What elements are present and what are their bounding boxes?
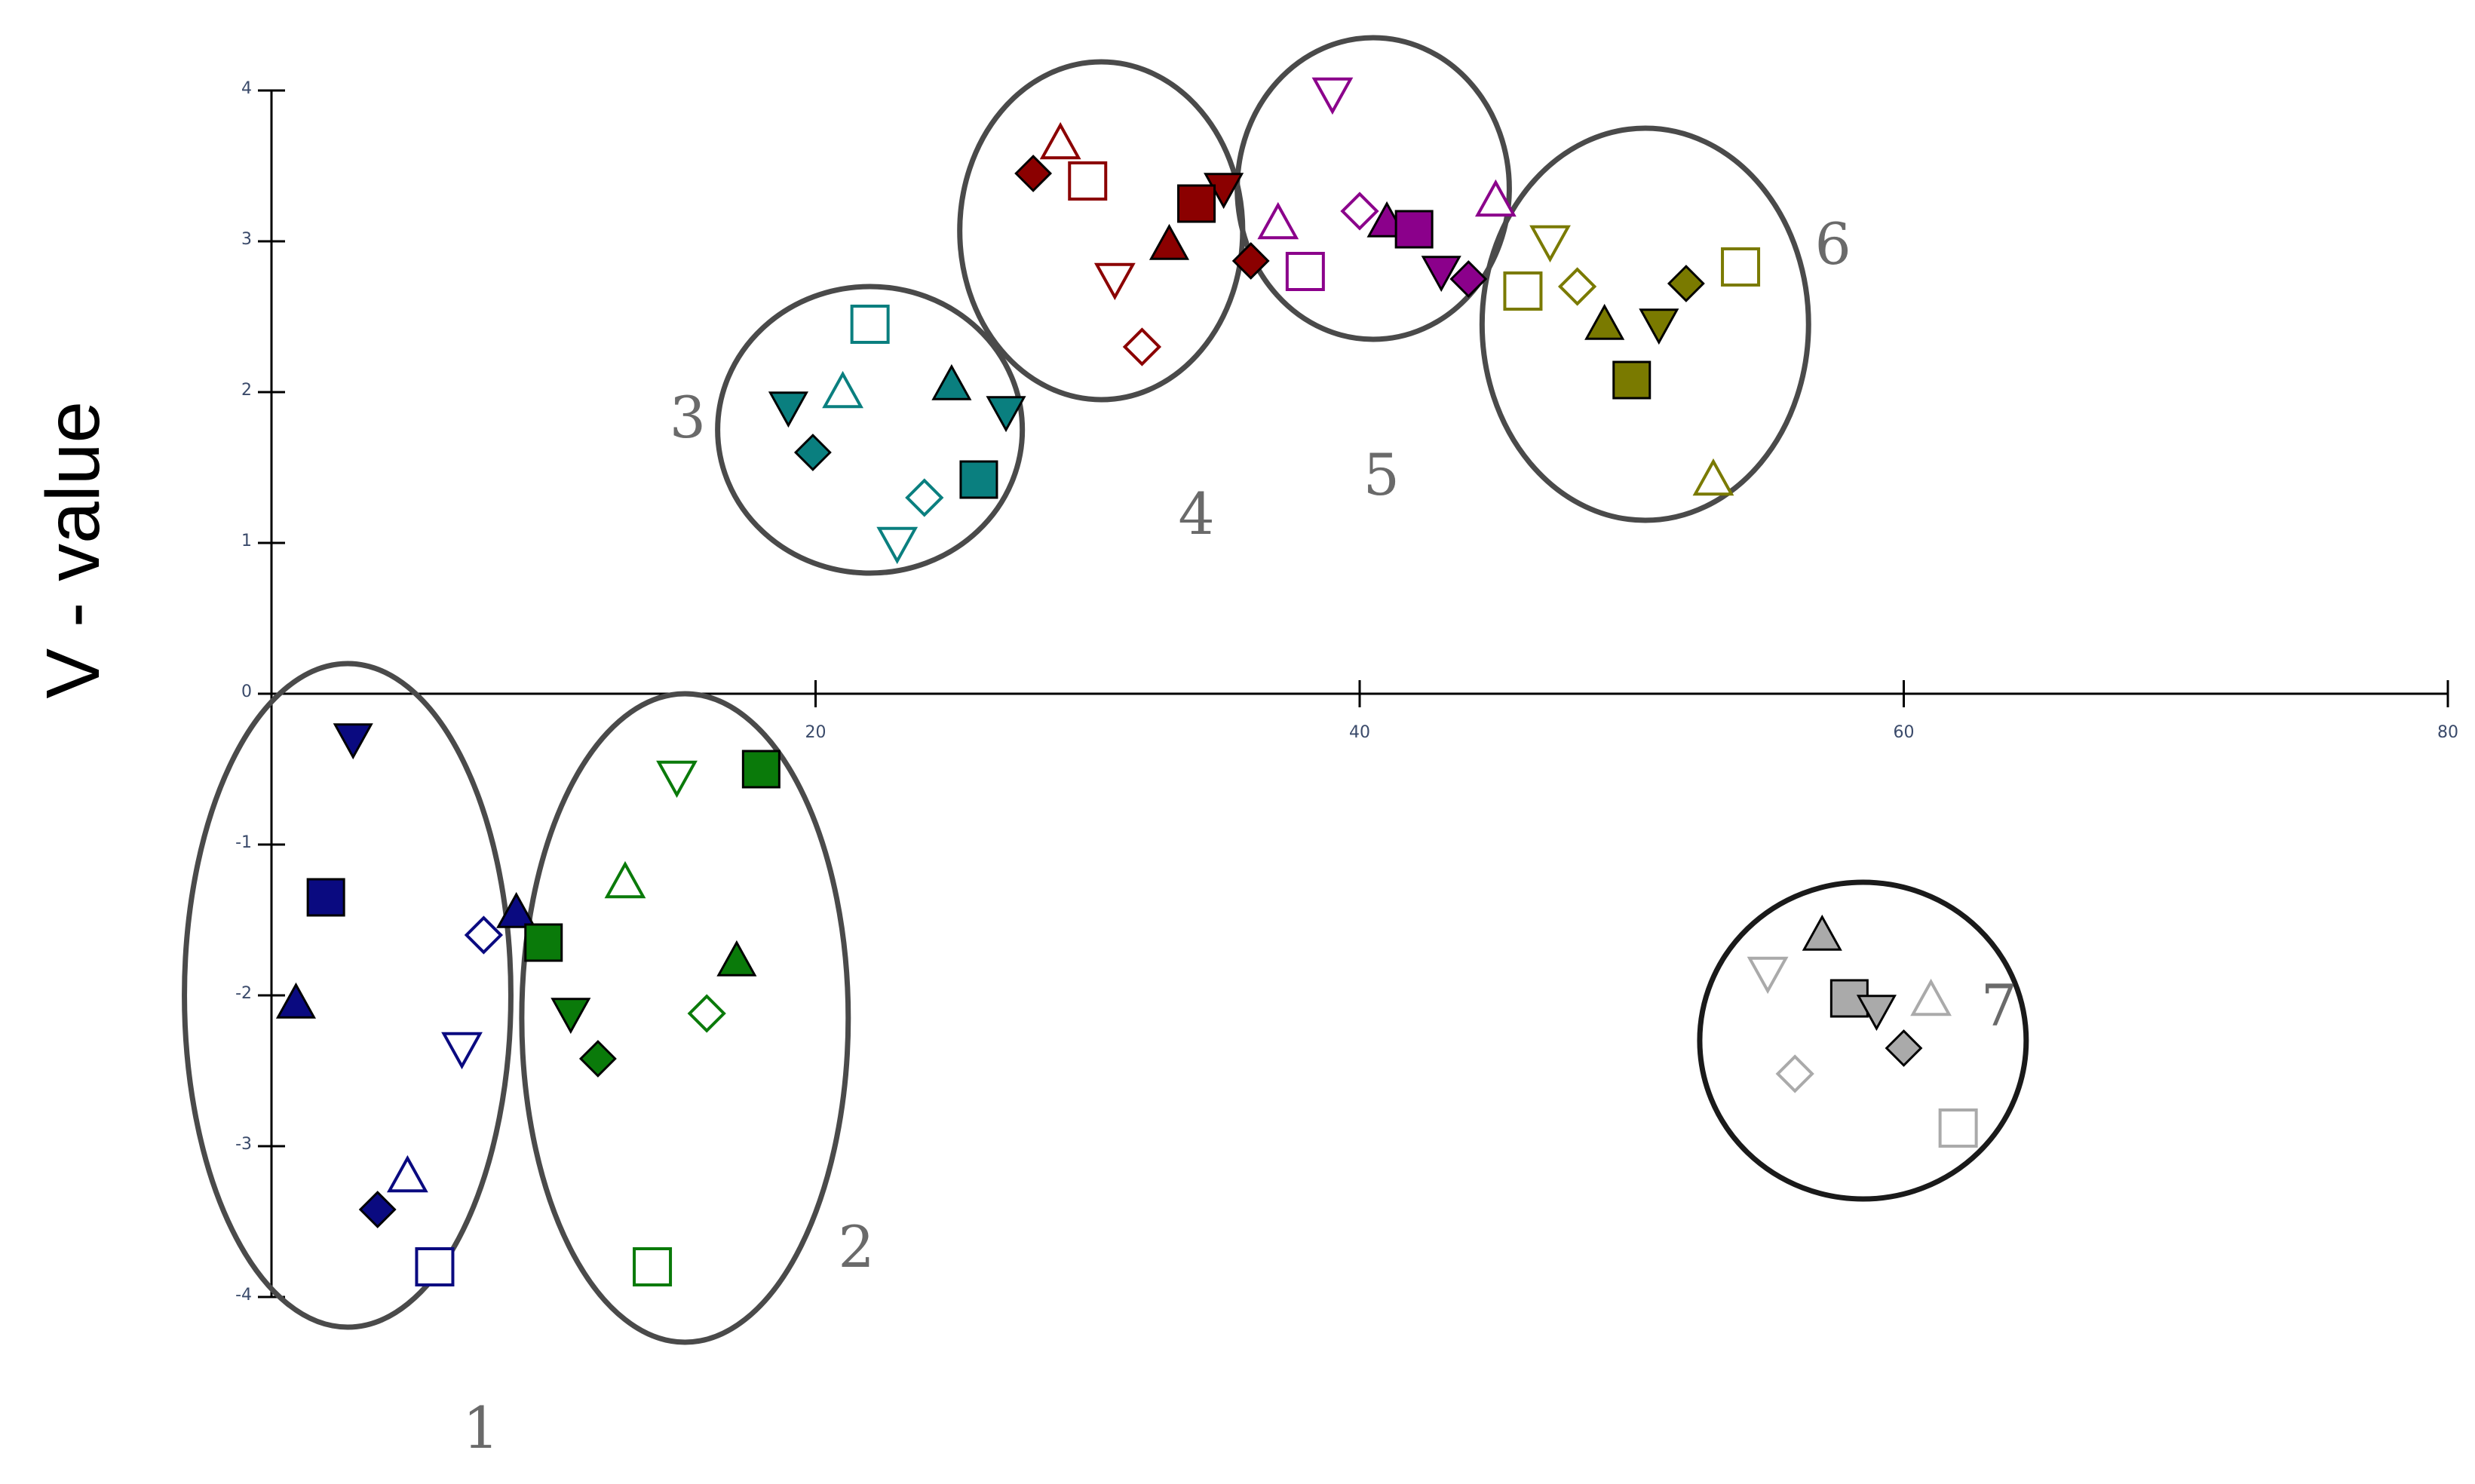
- cluster-ellipse-5: [1234, 35, 1512, 342]
- data-point-triangle-up-open: [1039, 121, 1081, 160]
- data-point-diamond-open: [1557, 267, 1597, 306]
- data-point-triangle-down-filled: [768, 391, 808, 428]
- data-point-diamond-open: [1122, 327, 1162, 366]
- x-tick-label: 40: [1349, 723, 1370, 742]
- y-tick-label: 0: [241, 682, 252, 701]
- data-point-diamond-open: [687, 994, 726, 1033]
- data-point-square-filled: [1612, 360, 1652, 400]
- data-point-diamond-filled: [1449, 260, 1488, 298]
- data-point-triangle-up-filled: [716, 940, 757, 977]
- cluster-label-2: 2: [838, 1213, 874, 1280]
- data-point-diamond-filled: [1014, 155, 1053, 192]
- data-point-square-open: [1938, 1108, 1978, 1148]
- y-tick-label: 2: [241, 381, 252, 400]
- data-point-triangle-up-open: [386, 1154, 428, 1193]
- data-point-triangle-down-filled: [1856, 995, 1897, 1032]
- cluster-ellipse-4: [957, 59, 1246, 403]
- data-point-diamond-open: [464, 915, 504, 955]
- data-point-diamond-filled: [1667, 265, 1705, 302]
- data-point-diamond-open: [1340, 192, 1379, 231]
- data-point-square-filled: [306, 878, 345, 917]
- data-point-triangle-up-open: [1910, 978, 1952, 1016]
- y-tick-label: -3: [235, 1135, 252, 1154]
- cluster-ellipse-2: [519, 691, 851, 1345]
- data-point-square-open: [1068, 161, 1108, 201]
- y-tick-label: 4: [241, 79, 252, 98]
- data-point-diamond-filled: [1231, 242, 1270, 280]
- data-point-triangle-up-open: [822, 370, 863, 409]
- data-point-triangle-up-filled: [1149, 223, 1190, 260]
- data-point-diamond-filled: [793, 434, 832, 471]
- cluster-label-3: 3: [670, 384, 706, 451]
- data-point-square-open: [850, 305, 890, 344]
- cluster-label-4: 4: [1178, 480, 1214, 547]
- cluster-ellipses: [182, 35, 2029, 1345]
- y-tick-label: -1: [235, 833, 252, 852]
- data-point-triangle-up-open: [1257, 201, 1299, 240]
- cluster-labels: 1 2 3 4 5 6 7: [463, 210, 2017, 1461]
- data-point-triangle-up-open: [1474, 179, 1517, 217]
- data-point-triangle-down-open: [1747, 956, 1789, 995]
- data-point-triangle-down-filled: [551, 998, 591, 1035]
- x-tick-label: 80: [2437, 723, 2458, 742]
- data-point-square-open: [633, 1247, 673, 1286]
- data-point-square-filled: [959, 460, 998, 499]
- data-point-triangle-down-open: [876, 526, 919, 565]
- data-point-triangle-down-filled: [1421, 256, 1461, 293]
- data-point-diamond-filled: [578, 1040, 617, 1078]
- data-point-triangle-up-filled: [1802, 914, 1842, 951]
- cluster-ellipse-6: [1479, 125, 1811, 523]
- y-tick-label: -2: [235, 984, 252, 1003]
- data-point-triangle-up-filled: [1584, 303, 1625, 340]
- cluster-ellipse-3: [715, 284, 1026, 576]
- cluster-label-1: 1: [463, 1394, 499, 1461]
- data-point-square-filled: [1394, 210, 1434, 249]
- data-point-diamond-filled: [1885, 1029, 1923, 1067]
- cluster-ellipse-1: [182, 661, 514, 1330]
- x-tick-label: 60: [1894, 723, 1915, 742]
- y-tick-label: -4: [235, 1286, 252, 1305]
- cluster-ellipse-7: [1697, 879, 2029, 1202]
- y-tick-label: 3: [241, 230, 252, 249]
- data-point-triangle-down-filled: [333, 723, 373, 760]
- x-tick-label: 20: [805, 723, 827, 742]
- data-point-triangle-down-open: [441, 1032, 483, 1070]
- data-point-triangle-down-filled: [986, 396, 1026, 433]
- cluster-label-5: 5: [1363, 441, 1400, 508]
- data-point-square-open: [415, 1247, 455, 1286]
- data-points: [275, 77, 1978, 1286]
- data-point-triangle-down-filled: [1639, 308, 1679, 345]
- data-point-triangle-down-open: [1311, 77, 1354, 115]
- data-point-square-filled: [741, 750, 781, 789]
- data-point-square-open: [1721, 247, 1761, 287]
- data-point-triangle-down-open: [656, 760, 698, 799]
- y-tick-label: 1: [241, 532, 252, 550]
- axes: -4 -3 -2 -1 0 1 2 3 4 20 40 60 80: [235, 79, 2458, 1305]
- data-point-diamond-filled: [358, 1191, 397, 1228]
- data-point-square-open: [1285, 252, 1325, 291]
- data-point-triangle-down-open: [1093, 262, 1136, 301]
- y-axis-label: V - value: [31, 400, 115, 699]
- data-point-triangle-up-open: [604, 860, 646, 899]
- cluster-label-6: 6: [1815, 210, 1851, 277]
- cluster-label-7: 7: [1981, 972, 2017, 1039]
- data-point-diamond-open: [1775, 1054, 1814, 1093]
- data-point-square-filled: [524, 923, 563, 962]
- data-point-square-open: [1503, 271, 1543, 311]
- data-point-square-filled: [1177, 184, 1216, 223]
- data-point-diamond-open: [905, 478, 944, 517]
- data-point-triangle-up-filled: [496, 891, 537, 928]
- data-point-triangle-down-open: [1529, 225, 1571, 263]
- data-point-triangle-up-filled: [275, 982, 317, 1019]
- data-point-triangle-up-open: [1692, 458, 1734, 496]
- data-point-triangle-up-filled: [931, 363, 972, 400]
